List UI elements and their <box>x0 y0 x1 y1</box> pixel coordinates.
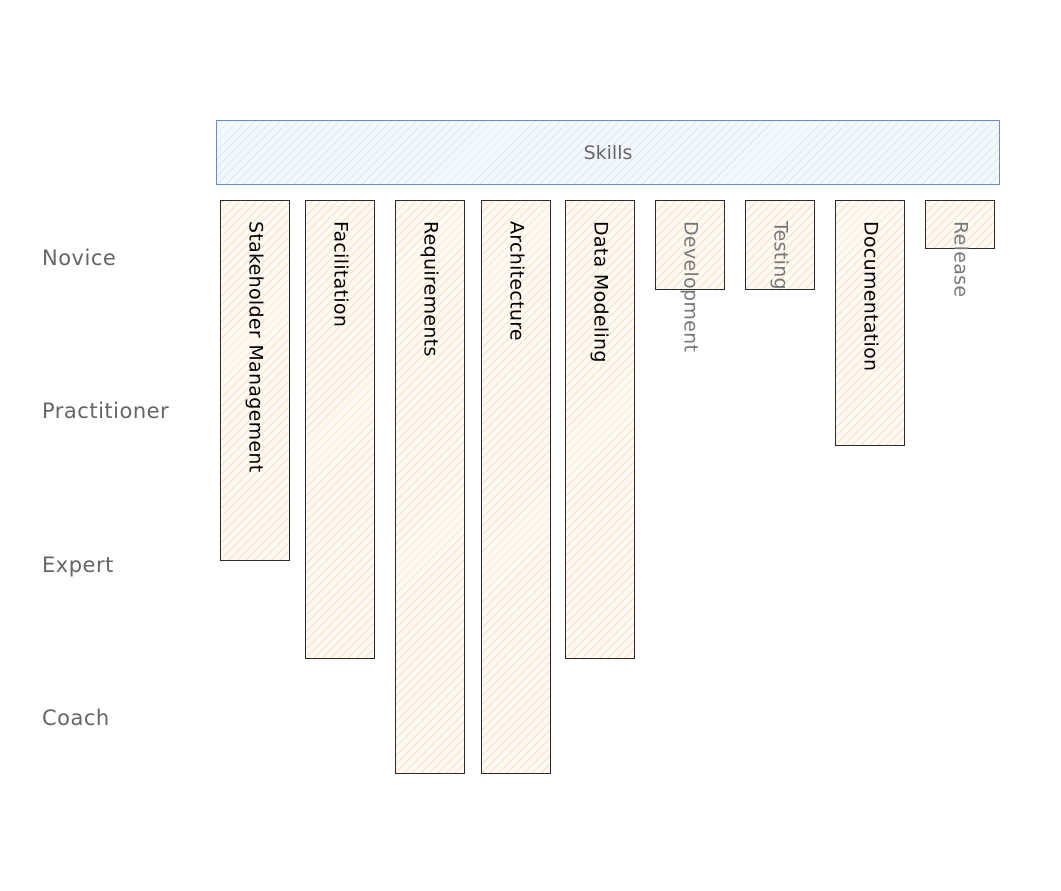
skill-label-requirements: Requirements <box>419 221 442 357</box>
level-label-practitioner: Practitioner <box>42 399 170 423</box>
skill-label-stakeholder-management: Stakeholder Management <box>244 221 267 473</box>
level-label-novice: Novice <box>42 246 117 270</box>
skill-label-facilitation: Facilitation <box>329 221 352 328</box>
skill-bar-stakeholder-management[interactable]: Stakeholder Management <box>220 200 290 561</box>
level-label-coach: Coach <box>42 706 110 730</box>
skill-label-architecture: Architecture <box>505 221 528 341</box>
skill-bar-documentation[interactable]: Documentation <box>835 200 905 446</box>
skills-banner[interactable]: Skills <box>216 120 1000 185</box>
skill-bar-architecture[interactable]: Architecture <box>481 200 551 774</box>
skill-label-documentation: Documentation <box>859 221 882 372</box>
skill-bar-requirements[interactable]: Requirements <box>395 200 465 774</box>
skill-label-release: Release <box>949 221 972 298</box>
level-label-expert: Expert <box>42 553 114 577</box>
skill-bar-data-modeling[interactable]: Data Modeling <box>565 200 635 659</box>
skill-bar-release[interactable]: Release <box>925 200 995 297</box>
skill-label-development: Development <box>679 221 702 353</box>
skill-label-testing: Testing <box>769 221 792 290</box>
skills-banner-title: Skills <box>583 141 633 164</box>
skill-bar-facilitation[interactable]: Facilitation <box>305 200 375 659</box>
skill-bar-development[interactable]: Development <box>655 200 725 352</box>
skill-bar-testing[interactable]: Testing <box>745 200 815 290</box>
skill-label-data-modeling: Data Modeling <box>589 221 612 363</box>
